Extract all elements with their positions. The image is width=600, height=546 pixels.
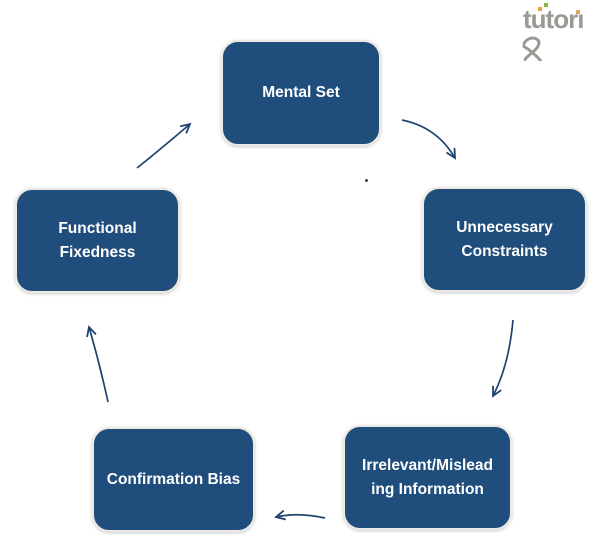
tutorix-x-glyph (522, 36, 542, 62)
logo-i-tittle-dot-icon (576, 10, 580, 14)
node-label: Unnecessary Constraints (456, 219, 553, 260)
node-unnecessary-constraints: Unnecessary Constraints (422, 187, 587, 292)
node-confirmation-bias: Confirmation Bias (92, 427, 255, 532)
node-functional-fixedness: Functional Fixedness (15, 188, 180, 293)
node-label: Confirmation Bias (106, 470, 241, 488)
node-mental-set: Mental Set (221, 40, 381, 146)
logo-orange-dot-icon (538, 7, 542, 11)
arrow-mental-set-to-unnecessary-constraints (401, 119, 456, 160)
node-label: Mental Set (262, 84, 340, 102)
node-label: Irrelevant/Mislead ing Information (362, 457, 493, 498)
arrow-unnecessary-constraints-to-irrelevant-misleading (492, 319, 514, 398)
stray-dot (365, 179, 368, 182)
arrow-functional-fixedness-to-mental-set (136, 122, 192, 169)
node-irrelevant-misleading-information: Irrelevant/Mislead ing Information (343, 425, 512, 530)
arrow-confirmation-bias-to-functional-fixedness (86, 325, 109, 403)
logo-green-dot-icon (544, 3, 548, 7)
tutorix-wordmark: tutorı (523, 4, 584, 34)
node-label: Functional Fixedness (58, 220, 137, 261)
tutorix-logo: tutorı (522, 2, 599, 62)
arrow-irrelevant-misleading-to-confirmation-bias (274, 509, 326, 521)
